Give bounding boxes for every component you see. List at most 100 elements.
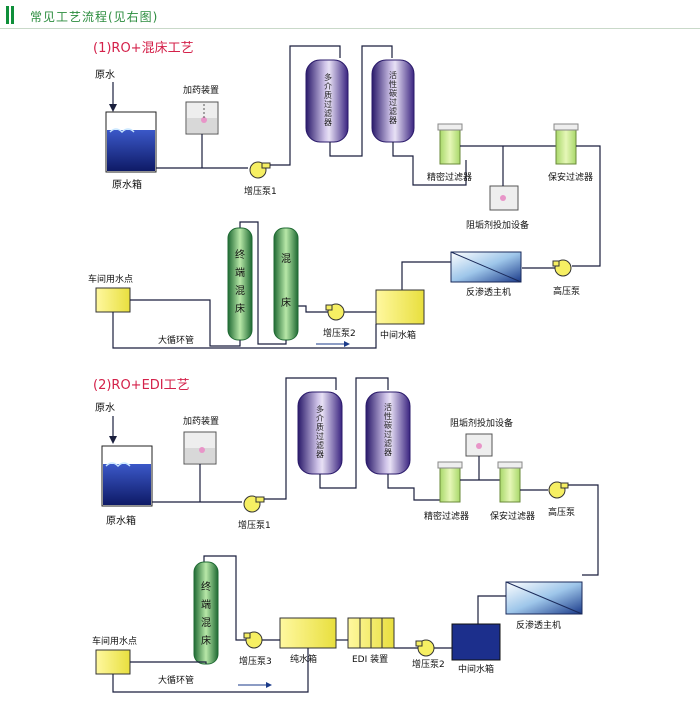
svg-text:床: 床	[281, 296, 291, 309]
s2-raw-water-label: 原水	[95, 402, 115, 414]
svg-text:介: 介	[316, 414, 324, 423]
svg-text:性: 性	[389, 79, 397, 89]
s2-safety-label: 保安过滤器	[490, 510, 535, 522]
svg-text:床: 床	[201, 634, 211, 647]
s2-antiscalant-label: 阻垢剂投加设备	[450, 417, 513, 429]
svg-text:器: 器	[316, 450, 324, 459]
s2-terminal-mixed-bed-text: 终 端 混 床	[201, 580, 211, 647]
page-header: 常见工艺流程(见右图)	[0, 0, 700, 30]
svg-text:多: 多	[324, 72, 332, 82]
s1-pipe-multi-carbon	[329, 45, 393, 157]
svg-text:多: 多	[316, 404, 324, 414]
svg-text:介: 介	[324, 82, 332, 91]
svg-text:终: 终	[235, 248, 245, 261]
s2-terminal-mixed-bed	[193, 561, 219, 665]
s2-pure-tank-label: 纯水箱	[290, 653, 317, 665]
s2-arrow-icon	[109, 436, 117, 444]
s1-arrow-icon	[109, 104, 117, 112]
svg-text:终: 终	[201, 580, 211, 593]
s2-pipe-carbon-precision	[387, 474, 440, 501]
s1-workshop-point	[95, 287, 131, 313]
s1-dosing-unit	[185, 101, 219, 135]
s2-mid-tank-label: 中间水箱	[458, 663, 494, 675]
svg-text:活: 活	[384, 402, 392, 412]
s2-workshop-point	[95, 649, 131, 675]
s2-loop-label: 大循环管	[158, 674, 194, 686]
s2-pipe-pump-multi	[264, 377, 337, 500]
s1-booster2-label: 增压泵2	[323, 327, 356, 339]
s2-flow-arrowhead-icon	[266, 682, 272, 688]
s2-carbon-filter-text: 活 性 碳 过 滤 器	[384, 402, 392, 457]
s2-high-pump-label: 高压泵	[548, 506, 575, 518]
s2-pipe-terminal-workshop	[130, 661, 207, 664]
svg-text:混: 混	[235, 285, 245, 297]
s1-pipe-pump-multi	[270, 45, 341, 166]
svg-text:碳: 碳	[389, 88, 397, 98]
s1-booster1-label: 增压泵1	[244, 185, 277, 197]
s1-antiscalant-unit	[489, 185, 519, 211]
s2-pipe-ro-midtank	[477, 595, 506, 624]
s1-high-pressure-pump	[552, 259, 572, 277]
svg-text:器: 器	[324, 118, 332, 127]
svg-text:端: 端	[235, 266, 245, 279]
svg-text:过: 过	[324, 99, 332, 109]
s1-high-pump-label: 高压泵	[553, 285, 580, 297]
svg-text:碳: 碳	[384, 420, 392, 430]
s1-pipe-safety-highpump	[572, 145, 601, 267]
svg-text:过: 过	[384, 429, 392, 439]
svg-text:混: 混	[201, 617, 211, 629]
s2-raw-tank-label: 原水箱	[106, 514, 136, 527]
svg-text:活: 活	[389, 70, 397, 80]
svg-text:器: 器	[389, 116, 397, 125]
s2-edi-label: EDI 装置	[352, 653, 388, 665]
svg-text:质: 质	[324, 90, 332, 100]
s1-booster-pump-2	[325, 303, 345, 321]
s1-terminal-mixed-bed-text: 终 端 混 床	[235, 248, 245, 315]
svg-text:床: 床	[235, 302, 245, 315]
s2-workshop-label: 车间用水点	[92, 635, 137, 647]
s1-pipe-pump2-mixbed	[296, 305, 328, 313]
s1-pipe-ro-midtank	[401, 261, 451, 290]
s2-dosing-unit	[183, 431, 217, 465]
svg-text:质: 质	[316, 422, 324, 432]
s1-mixed-bed-text: 混 床	[281, 253, 291, 309]
s1-ro-label: 反渗透主机	[466, 286, 511, 298]
s2-precision-filter	[437, 461, 463, 503]
s1-pipe-mixbed-terminal	[239, 221, 287, 345]
header-divider	[0, 28, 700, 29]
svg-text:器: 器	[384, 448, 392, 457]
s1-precision-filter	[437, 123, 463, 165]
svg-text:滤: 滤	[316, 440, 324, 450]
s1-pipe-terminal-workshop	[130, 299, 241, 347]
s2-ro-label: 反渗透主机	[516, 619, 561, 631]
s2-loop-pipe	[112, 648, 309, 693]
s1-precision-label: 精密过滤器	[427, 171, 472, 183]
s1-workshop-label: 车间用水点	[88, 273, 133, 285]
section1-heading: (1)RO+混床工艺	[93, 41, 194, 56]
s1-loop-pipe	[112, 312, 377, 349]
s1-terminal-mixed-bed	[227, 227, 253, 341]
s2-pipe-multi-carbon	[319, 377, 389, 489]
s2-pure-water-tank	[279, 617, 337, 649]
s2-raw-tank	[101, 445, 153, 507]
s1-pipe-carbon-precision	[392, 142, 467, 186]
s1-mixed-bed	[273, 227, 299, 341]
s1-antiscalant-label: 阻垢剂投加设备	[466, 219, 529, 231]
s2-ro-unit	[505, 581, 583, 615]
s2-booster1-label: 增压泵1	[238, 519, 271, 531]
svg-text:端: 端	[201, 598, 211, 611]
s1-multimedia-filter-text: 多 介 质 过 滤 器	[324, 72, 332, 127]
s2-booster2-label: 增压泵2	[412, 658, 445, 670]
s1-dosing-label: 加药装置	[183, 84, 219, 96]
s1-raw-tank-label: 原水箱	[112, 178, 142, 191]
svg-text:性: 性	[384, 411, 392, 421]
s2-pipe-highpump-ro	[568, 484, 599, 576]
s1-safety-filter	[553, 123, 579, 165]
s1-carbon-filter-text: 活 性 碳 过 滤 器	[389, 70, 397, 125]
s2-booster-pump-1	[243, 495, 265, 513]
header-accent-bar	[6, 6, 9, 24]
s1-booster-pump-1	[249, 161, 271, 179]
section2-heading: (2)RO+EDI工艺	[93, 378, 190, 393]
s2-booster-pump-2	[415, 639, 435, 657]
